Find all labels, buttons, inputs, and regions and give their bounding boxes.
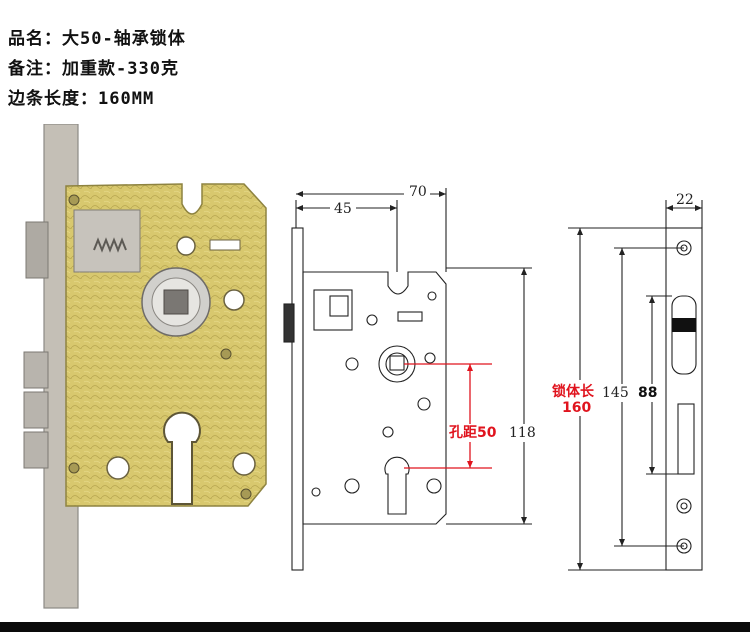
front-cylinder-hole [384,456,410,515]
dim-total-width: 70 [409,184,427,200]
side-bolt-slot [677,403,695,475]
side-faceplate [665,227,703,571]
lock-body-photo [23,124,267,609]
spindle-square [163,289,189,315]
front-faceplate [291,227,304,571]
dim-backset: 45 [334,201,352,217]
dead-bolt-1 [23,351,49,389]
dim-screw-span: 145 [602,385,629,401]
dim-side-width: 22 [676,192,694,208]
dead-bolt-2 [23,391,49,429]
dim-hole-distance: 孔距50 [449,425,497,441]
product-remark: 备注：加重款-330克 [8,59,179,79]
product-name: 品名：大50-轴承锁体 [8,29,186,49]
dim-mid: 88 [638,385,657,401]
bottom-border [0,622,750,632]
edge-length: 边条长度：160MM [8,89,155,109]
cylinder-hole [163,411,201,505]
dim-height: 118 [509,425,536,441]
body-length-value: 160 [562,400,591,416]
dead-bolt-3 [23,431,49,469]
body-length-label: 锁体长 [552,383,595,400]
front-latch [283,303,295,343]
front-case-outline [302,271,447,525]
latch-bolt [25,221,49,279]
side-latch-slot [671,295,697,375]
